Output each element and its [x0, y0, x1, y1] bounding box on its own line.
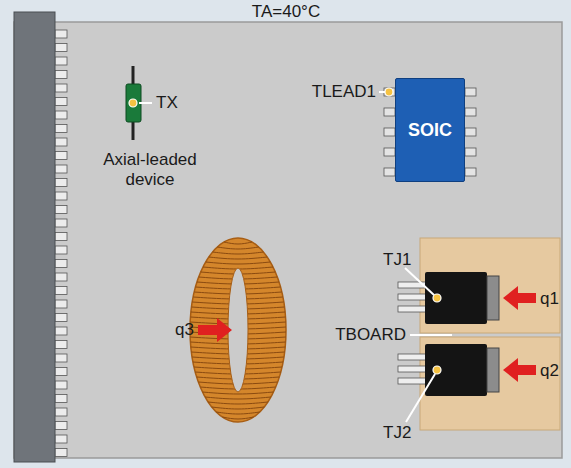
- heat-label: q3: [175, 320, 194, 340]
- axial-device-body: [126, 84, 141, 122]
- temperature-point: [129, 99, 137, 107]
- temperature-label: TBOARD: [335, 325, 406, 345]
- temperature-point: [433, 366, 441, 374]
- heat-label: q1: [540, 289, 559, 309]
- edge-connector: [14, 12, 55, 462]
- edge-connector-pins: [55, 30, 67, 457]
- leader-line: [139, 102, 152, 104]
- power-transistor: [398, 344, 499, 396]
- heat-arrow: [503, 286, 536, 310]
- soic-chip: SOIC: [395, 78, 465, 182]
- leader-line: [406, 374, 435, 422]
- temperature-point: [385, 88, 393, 96]
- power-transistor: [398, 272, 499, 324]
- part-label: Axial-leaded device: [91, 150, 209, 189]
- leader-line: [410, 334, 452, 336]
- copper-pad: [420, 238, 560, 333]
- temperature-label: TJ2: [383, 423, 411, 443]
- leader-line: [379, 91, 385, 93]
- ambient-temperature: TA=40°C: [252, 2, 320, 22]
- temperature-label: TLEAD1: [312, 82, 376, 102]
- heat-label: q2: [540, 361, 559, 381]
- toroid-inductor: [190, 238, 286, 422]
- chip-label: SOIC: [408, 120, 452, 141]
- copper-pad: [420, 337, 560, 430]
- heat-arrow: [198, 318, 232, 342]
- temperature-point: [433, 294, 441, 302]
- temperature-label: TX: [156, 93, 178, 113]
- leader-line: [405, 268, 434, 295]
- heat-arrow: [503, 358, 536, 382]
- circuit-board: [14, 22, 562, 458]
- temperature-label: TJ1: [383, 250, 411, 270]
